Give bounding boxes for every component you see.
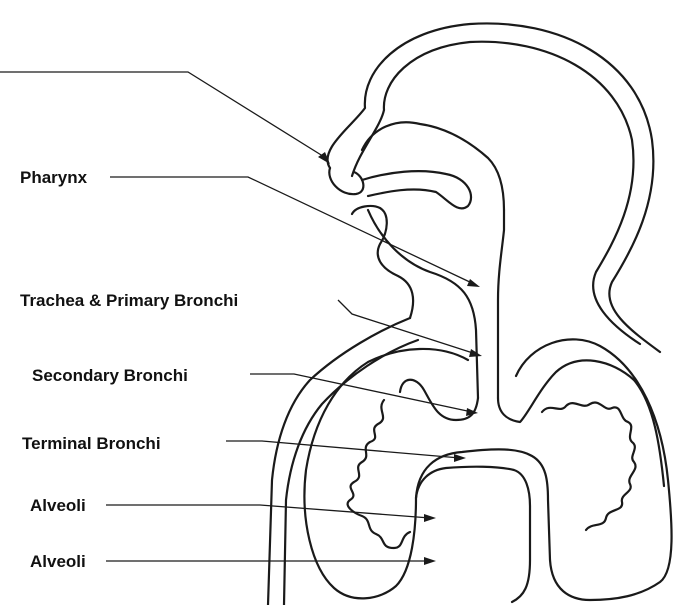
neck-line-front	[268, 318, 410, 605]
pharynx-arrowhead	[467, 279, 480, 287]
anatomy-outline	[268, 23, 672, 605]
pharynx-back-wall	[498, 210, 504, 398]
head-inner-contour	[352, 42, 640, 344]
alveoli-1-leader-line	[106, 505, 430, 518]
right-alveoli-folds	[542, 402, 636, 530]
nose-leader-line	[0, 72, 326, 158]
pharynx-label: Pharynx	[20, 168, 88, 187]
secondary-bronchi-leader-line	[250, 374, 472, 412]
chest-cavity	[416, 467, 530, 602]
lower-jaw	[352, 206, 413, 318]
terminal-bronchi-arrowhead	[454, 454, 466, 462]
alveoli-label-1: Alveoli	[30, 496, 86, 515]
trachea-label: Trachea & Primary Bronchi	[20, 291, 238, 310]
palate	[362, 171, 471, 208]
alveoli-label-2: Alveoli	[30, 552, 86, 571]
right-lung-inner	[498, 360, 664, 486]
trachea-leader-line	[338, 300, 476, 354]
alveoli-2-arrowhead	[424, 557, 436, 565]
neck-line-back	[284, 340, 418, 605]
secondary-bronchi-label: Secondary Bronchi	[32, 366, 188, 385]
labels-group: Pharynx Trachea & Primary Bronchi Second…	[20, 168, 238, 571]
terminal-bronchi-leader-line	[226, 441, 460, 458]
left-alveoli-folds	[348, 400, 410, 548]
head-outer-contour	[327, 23, 660, 352]
nose	[329, 168, 363, 194]
pharynx-front-wall	[368, 210, 478, 398]
nasal-cavity	[362, 122, 504, 210]
terminal-bronchi-label: Terminal Bronchi	[22, 434, 161, 453]
alveoli-1-arrowhead	[424, 514, 436, 522]
